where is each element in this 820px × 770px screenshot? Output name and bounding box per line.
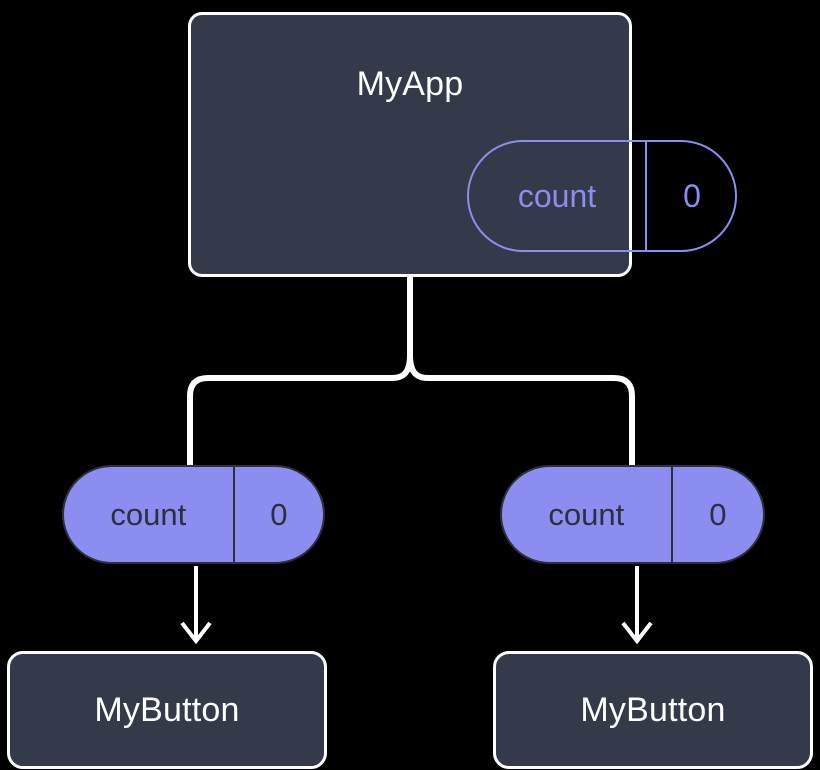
state-pill-left-value: 0	[232, 467, 323, 562]
node-mybutton-left[interactable]: MyButton	[7, 651, 327, 769]
arrow-head-right	[621, 621, 653, 645]
state-pill-myapp-key: count	[517, 178, 597, 214]
state-pill-right-key: count	[548, 497, 625, 532]
node-myapp-title: MyApp	[356, 65, 464, 103]
node-mybutton-left-title: MyButton	[94, 691, 240, 729]
state-pill-myapp[interactable]: count 0	[467, 140, 737, 252]
state-pill-left-key: count	[110, 497, 187, 532]
connector-branch-left	[187, 354, 413, 465]
node-mybutton-right-title: MyButton	[580, 691, 726, 729]
arrow-head-left	[180, 621, 212, 645]
state-pill-right-value: 0	[670, 467, 763, 562]
state-pill-right[interactable]: count 0	[500, 465, 765, 564]
state-pill-left[interactable]: count 0	[62, 465, 325, 564]
state-pill-myapp-value: 0	[645, 142, 735, 250]
connector-branch-right	[407, 354, 635, 465]
node-mybutton-right[interactable]: MyButton	[493, 651, 813, 769]
node-myapp[interactable]: MyApp count 0	[188, 12, 737, 277]
